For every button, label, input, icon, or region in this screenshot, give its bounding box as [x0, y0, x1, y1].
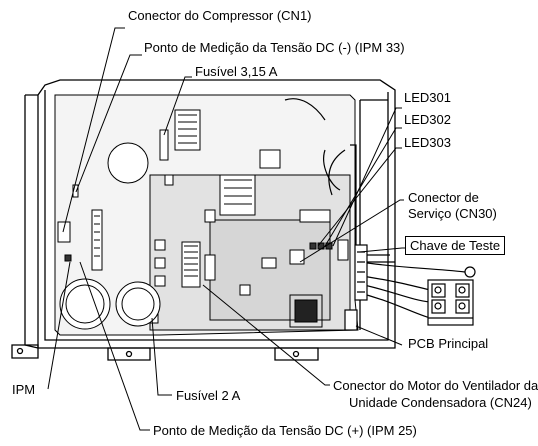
callout-lines	[47, 27, 405, 431]
label-dc-negative-point: Ponto de Medição da Tensão DC (-) (IPM 3…	[144, 40, 405, 55]
label-service-connector-line2: Serviço (CN30)	[408, 206, 497, 221]
label-fuse-2a: Fusível 2 A	[176, 388, 241, 403]
label-led301: LED301	[404, 90, 451, 105]
label-ipm: IPM	[12, 382, 36, 397]
main-pcb-board	[54, 94, 359, 336]
label-main-pcb: PCB Principal	[408, 336, 489, 351]
label-fuse-3-15a: Fusível 3,15 A	[195, 64, 278, 79]
label-dc-positive-point: Ponto de Medição da Tensão DC (+) (IPM 2…	[153, 423, 417, 438]
terminal-block	[427, 279, 474, 326]
label-compressor-connector: Conector do Compressor (CN1)	[128, 8, 312, 23]
label-fan-motor-connector-line1: Conector do Motor do Ventilador da	[333, 378, 538, 393]
label-led303: LED303	[404, 135, 451, 150]
wiring	[284, 98, 476, 331]
label-service-connector-line1: Conector de	[408, 190, 479, 205]
label-fan-motor-connector-line2: Unidade Condensadora (CN24)	[349, 395, 532, 410]
label-test-switch: Chave de Teste	[405, 236, 506, 255]
label-led302: LED302	[404, 112, 451, 127]
